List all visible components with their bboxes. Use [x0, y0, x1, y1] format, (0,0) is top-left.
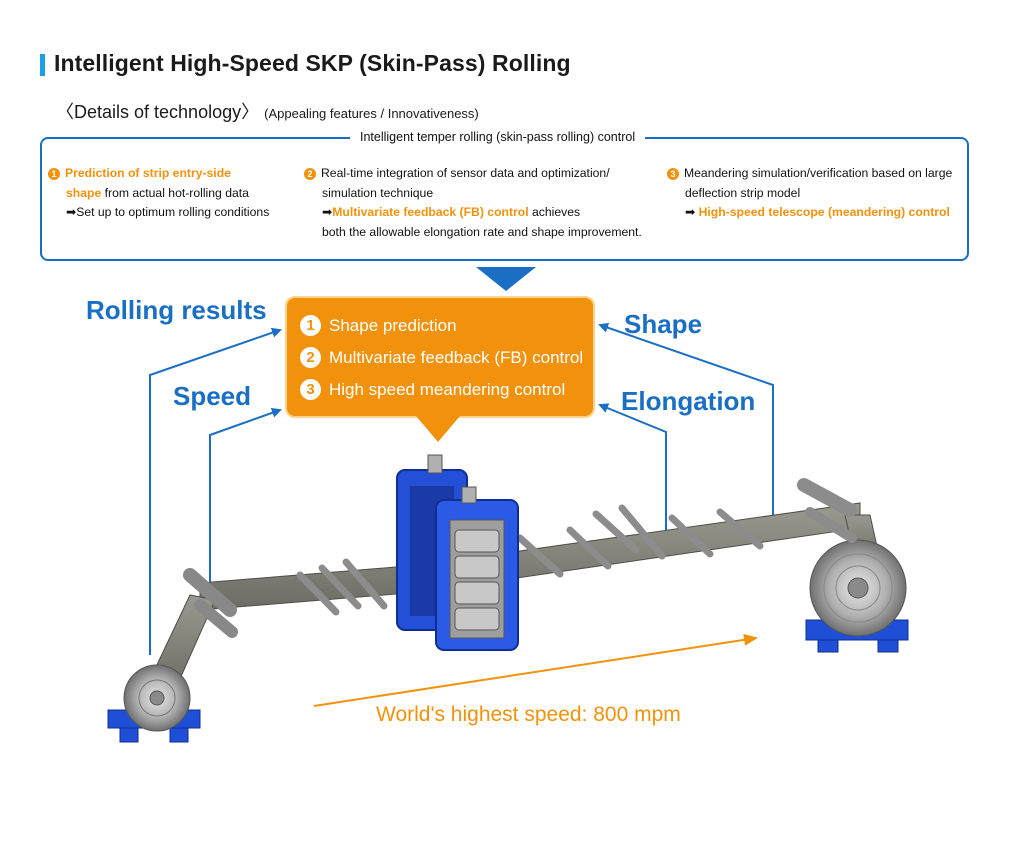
- number-badge-2: 2: [304, 168, 316, 180]
- feature-2-line-4: both the allowable elongation rate and s…: [322, 224, 642, 239]
- callout-item-1-label: Shape prediction: [329, 316, 457, 335]
- feature-column-2: 2 Real-time integration of sensor data an…: [304, 164, 654, 242]
- speed-arrow: [209, 407, 282, 590]
- feature-3-arrow: ➡: [685, 205, 699, 220]
- rolling-results-arrow: [149, 327, 282, 655]
- feature-2-line-2: simulation technique: [322, 185, 434, 200]
- shape-label: Shape: [624, 309, 703, 339]
- title-accent-bar: [40, 54, 45, 76]
- steel-strip: [199, 502, 861, 611]
- feature-2-arrow: ➡: [322, 205, 333, 220]
- feature-column-3: 3 Meandering simulation/verification base…: [667, 164, 967, 223]
- feature-3-line-2: deflection strip model: [685, 185, 801, 200]
- callout-item-3: 3 High speed meandering control: [300, 379, 565, 400]
- exit-coil: [805, 539, 909, 653]
- page-subtitle: 〈Details of technology〉 (Appealing featu…: [56, 98, 479, 124]
- feature-1-line-1: Prediction of strip entry-side: [65, 166, 231, 180]
- down-arrow-icon: [476, 267, 536, 291]
- world-speed-label: World's highest speed: 800 mpm: [376, 703, 681, 726]
- callout-item-1: 1 Shape prediction: [300, 315, 457, 336]
- technology-box-title: Intelligent temper rolling (skin-pass ro…: [350, 130, 646, 144]
- elongation-label: Elongation: [621, 386, 756, 416]
- callout-number-1: 1: [300, 315, 321, 336]
- feature-2-line-3-text: achieves: [528, 205, 581, 220]
- feature-column-1: 1 Prediction of strip entry-side shape fr…: [48, 164, 298, 223]
- feature-3-line-3-highlight: High-speed telescope (meandering) contro…: [698, 205, 950, 220]
- feature-2-line-1: Real-time integration of sensor data and…: [321, 166, 610, 180]
- control-callout-box: [285, 296, 595, 418]
- subtitle-main: 〈Details of technology〉: [56, 102, 260, 122]
- rolling-results-label: Rolling results: [86, 295, 267, 325]
- speed-label: Speed: [173, 381, 252, 411]
- feature-1-line-3: ➡Set up to optimum rolling conditions: [66, 205, 270, 220]
- callout-number-3: 3: [300, 379, 321, 400]
- callout-item-2: 2 Multivariate feedback (FB) control: [300, 347, 583, 368]
- speed-direction-arrow: [313, 633, 758, 707]
- page-title: Intelligent High-Speed SKP (Skin-Pass) R…: [54, 50, 571, 76]
- feature-3-line-1: Meandering simulation/verification based…: [684, 166, 953, 180]
- shape-arrow: [598, 322, 774, 520]
- elongation-arrow: [598, 403, 667, 540]
- callout-number-2: 2: [300, 347, 321, 368]
- feature-2-line-3-highlight: Multivariate feedback (FB) control: [332, 205, 529, 220]
- entry-coil: [107, 664, 201, 743]
- callout-item-2-label: Multivariate feedback (FB) control: [329, 348, 584, 367]
- callout-item-3-label: High speed meandering control: [329, 380, 566, 399]
- guide-rolls: [183, 478, 857, 638]
- number-badge-3: 3: [667, 168, 679, 180]
- callout-pointer: [416, 416, 460, 442]
- number-badge-1: 1: [48, 168, 60, 180]
- subtitle-note: (Appealing features / Innovativeness): [264, 106, 479, 121]
- feature-1-line-2-text: from actual hot-rolling data: [101, 185, 249, 200]
- skin-pass-mill-stand: [396, 454, 519, 651]
- feature-1-line-2-highlight: shape: [66, 185, 102, 200]
